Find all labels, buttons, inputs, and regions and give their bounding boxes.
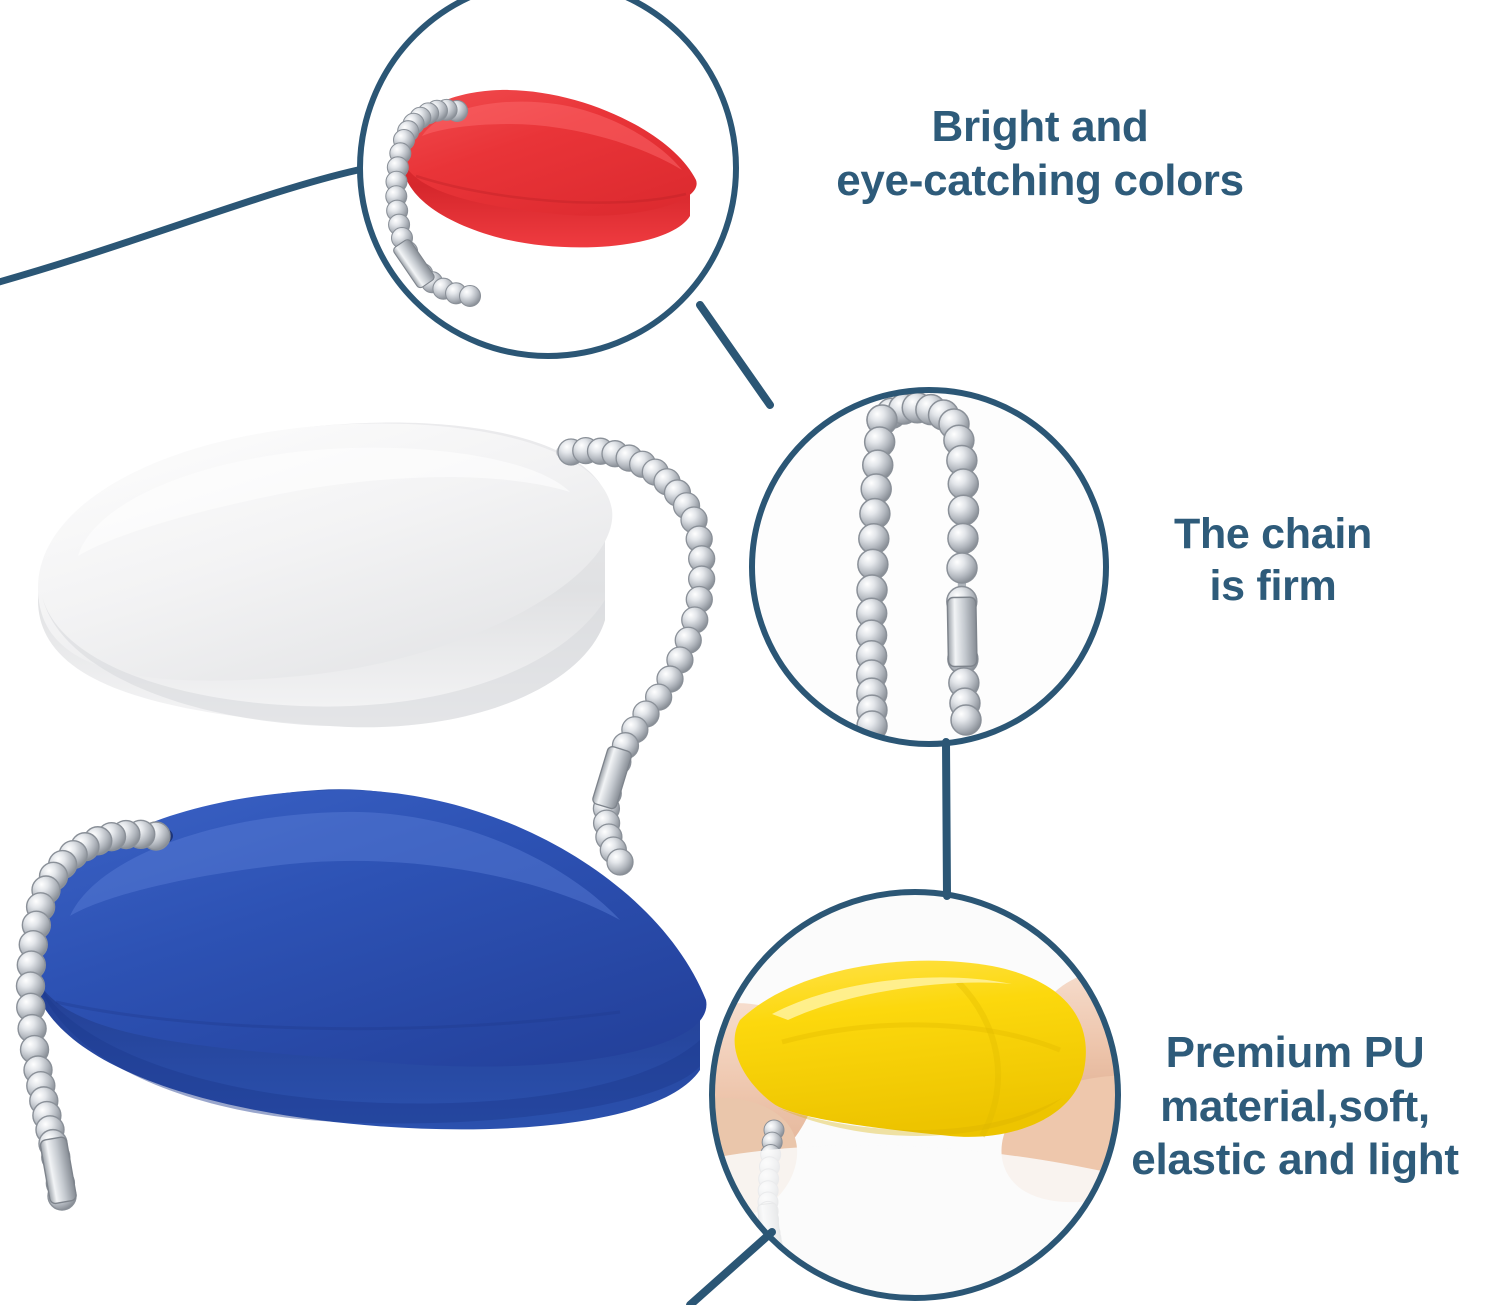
blue-float-chain [15, 819, 171, 1211]
connector-1-to-2 [696, 301, 774, 409]
connector-2-to-3 [942, 738, 951, 900]
caption-premium-pu: Premium PU material,soft, elastic and li… [1131, 1028, 1459, 1185]
white-float-product [38, 422, 613, 728]
white-float-chain [557, 436, 716, 876]
caption-chain-firm: The chain is firm [1173, 510, 1372, 611]
connector-left-sweep [0, 166, 362, 286]
caption-bright-colors: Bright and eye-catching colors [836, 102, 1244, 205]
connector-3-to-bottom [686, 1228, 776, 1305]
